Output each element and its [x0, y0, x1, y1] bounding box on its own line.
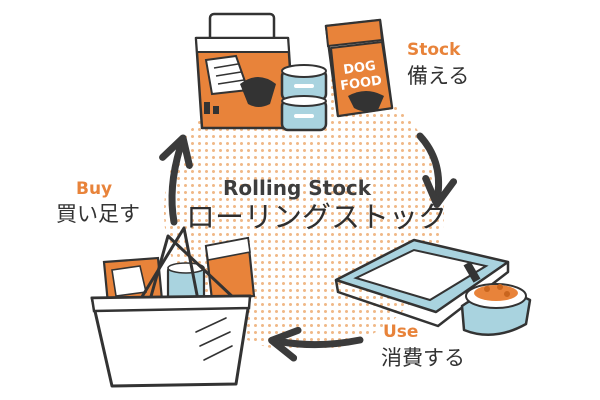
cycle-arrow-icon [416, 132, 458, 208]
title-english: Rolling Stock [223, 176, 372, 200]
step-use-japanese: 消費する [381, 346, 465, 370]
pet-can-icon [280, 64, 328, 132]
dog-food-label-line1: DOG [342, 59, 376, 78]
cycle-arrow-icon [268, 326, 364, 362]
cycle-arrow-icon [159, 134, 193, 226]
dog-food-bag-icon: DOG FOOD [324, 18, 394, 118]
step-stock-english: Stock [407, 40, 461, 60]
step-buy-japanese: 買い足す [56, 202, 140, 226]
food-bowl-icon [460, 283, 532, 336]
pet-tray-icon [334, 238, 510, 328]
title-japanese: ローリングストック [186, 200, 448, 234]
step-buy-english: Buy [76, 179, 113, 199]
shopping-basket-icon [90, 226, 256, 388]
pet-sheet-pack-icon [194, 12, 296, 130]
step-stock-japanese: 備える [407, 64, 470, 88]
step-use-english: Use [383, 322, 419, 342]
dog-food-label-line2: FOOD [339, 73, 383, 94]
